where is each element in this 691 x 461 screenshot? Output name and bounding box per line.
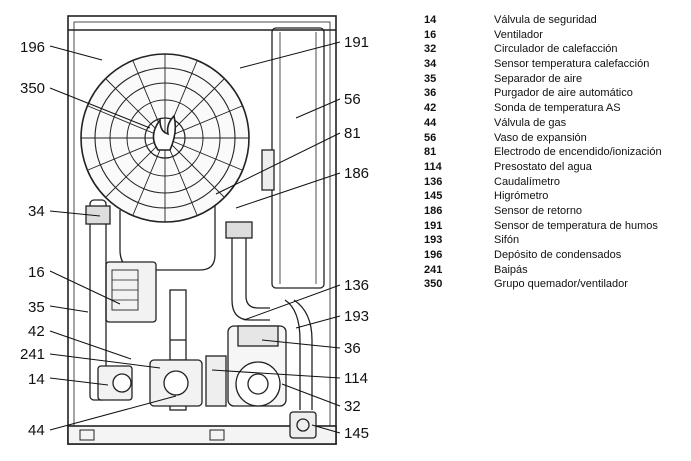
legend-number: 196 [424, 249, 443, 261]
callout-36: 36 [344, 340, 361, 357]
callout-81: 81 [344, 125, 361, 142]
legend-row: 350 Grupo quemador/ventilador [424, 277, 686, 292]
legend-description: Sifón [494, 234, 520, 247]
legend-row: 191 Sensor de temperatura de humos [424, 219, 686, 234]
legend-number: 36 [424, 87, 437, 100]
legend-row: 44 Válvula de gas [424, 116, 686, 131]
callout-14: 14 [28, 371, 45, 388]
legend-description: Circulador de calefacción [494, 43, 618, 56]
callout-145: 145 [344, 425, 369, 442]
legend: 14 Válvula de seguridad 16 Ventilador 32 Ci… [424, 13, 686, 292]
legend-number: 35 [424, 72, 437, 85]
legend-row: 42 Sonda de temperatura AS [424, 101, 686, 116]
callout-191: 191 [344, 34, 369, 51]
legend-description: Sensor de retorno [494, 204, 583, 217]
burner-fan-group-shape [80, 53, 250, 223]
legend-description: Sonda de temperatura AS [494, 102, 621, 115]
legend-description: Caudalímetro [494, 175, 561, 188]
legend-row: 34 Sensor temperatura calefacción [424, 57, 686, 72]
siphon-shape [289, 411, 317, 439]
legend-description: Electrodo de encendido/ionización [494, 146, 662, 159]
legend-row: 196 Depósito de condensados [424, 248, 686, 263]
callout-42: 42 [28, 323, 45, 340]
callout-32: 32 [344, 398, 361, 415]
legend-row: 186 Sensor de retorno [424, 204, 686, 219]
legend-number: 186 [424, 204, 443, 217]
legend-number: 81 [424, 146, 437, 159]
legend-row: 81 Electrodo de encendido/ionización [424, 145, 686, 160]
callout-34: 34 [28, 203, 45, 220]
legend-row: 114 Presostato del agua [424, 160, 686, 175]
legend-number: 32 [424, 43, 437, 56]
pump-shape [227, 325, 287, 407]
legend-row: 193 Sifón [424, 233, 686, 248]
gas-valve-shape [97, 355, 227, 407]
expansion-vessel-shape [261, 27, 325, 289]
legend-description: Higrómetro [494, 190, 549, 203]
callout-35: 35 [28, 299, 45, 316]
legend-number: 191 [424, 219, 443, 232]
legend-description: Válvula de seguridad [494, 14, 597, 26]
legend-number: 42 [424, 102, 437, 115]
legend-row: 241 Baipás [424, 263, 686, 278]
legend-description: Grupo quemador/ventilador [494, 278, 628, 291]
legend-description: Ventilador [494, 28, 543, 41]
legend-number: 136 [424, 175, 443, 188]
legend-row: 14 Válvula de seguridad [424, 13, 686, 28]
legend-number: 14 [424, 14, 437, 26]
legend-number: 34 [424, 58, 437, 71]
legend-number: 56 [424, 131, 437, 144]
callout-114: 114 [344, 370, 368, 387]
pipes [85, 199, 313, 411]
legend-row: 32 Circulador de calefacción [424, 42, 686, 57]
callout-56: 56 [344, 91, 361, 108]
leader-lines [49, 41, 341, 434]
callout-241: 241 [20, 346, 45, 363]
callout-193: 193 [344, 308, 369, 325]
legend-description: Vaso de expansión [494, 131, 587, 144]
legend-row: 56 Vaso de expansión [424, 131, 686, 146]
callout-44: 44 [28, 422, 45, 439]
callout-196: 196 [20, 39, 45, 56]
legend-row: 35 Separador de aire [424, 72, 686, 87]
legend-description: Sensor temperatura calefacción [494, 58, 650, 71]
callout-16: 16 [28, 264, 45, 281]
legend-number: 193 [424, 234, 443, 247]
legend-description: Depósito de condensados [494, 249, 622, 261]
legend-row: 36 Purgador de aire automático [424, 86, 686, 101]
legend-number: 241 [424, 263, 443, 276]
legend-row: 136 Caudalímetro [424, 175, 686, 190]
legend-description: Baipás [494, 263, 528, 276]
legend-number: 44 [424, 116, 437, 129]
legend-description: Purgador de aire automático [494, 87, 633, 100]
callout-350: 350 [20, 80, 45, 97]
callout-labels: 196 350 34 16 35 42 241 14 44 191 56 81 … [20, 34, 369, 442]
legend-number: 145 [424, 190, 443, 203]
legend-row: 16 Ventilador [424, 28, 686, 43]
legend-description: Separador de aire [494, 72, 583, 85]
legend-number: 114 [424, 160, 442, 173]
legend-number: 16 [424, 28, 437, 41]
callout-136: 136 [344, 277, 369, 294]
legend-description: Válvula de gas [494, 116, 567, 129]
legend-description: Sensor de temperatura de humos [494, 219, 658, 232]
boiler-housing [67, 15, 337, 445]
callout-186: 186 [344, 165, 369, 182]
legend-description: Presostato del agua [494, 160, 592, 173]
legend-number: 350 [424, 278, 443, 291]
legend-row: 145 Higrómetro [424, 189, 686, 204]
